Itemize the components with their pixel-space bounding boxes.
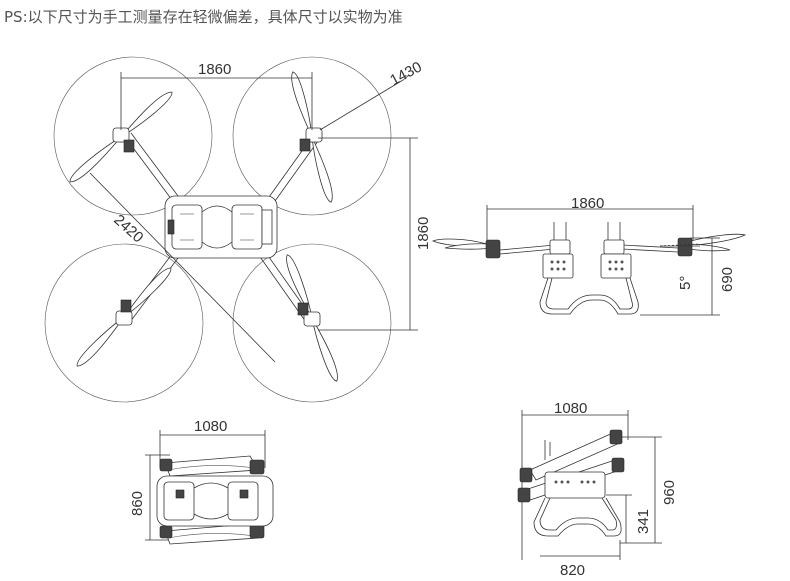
motor-icon (305, 127, 323, 143)
motor-icon (609, 429, 623, 445)
landing-gear-icon (533, 497, 622, 537)
top-view: 1860 1430 1860 2420 (44, 56, 432, 403)
prop-circle-br (232, 243, 392, 403)
top-width-dim: 1860 (198, 61, 231, 78)
motor-icon (115, 310, 133, 326)
base-width-dim: 820 (560, 562, 585, 579)
leg-height-dim: 341 (635, 509, 652, 534)
motor-icon (303, 311, 321, 327)
prop-circle-tr (232, 56, 392, 216)
folded-side-width-dim: 1080 (554, 400, 587, 417)
drone-body-icon (164, 195, 278, 259)
prop-circle-tl (53, 56, 213, 216)
folded-side-height-dim: 960 (661, 480, 678, 505)
folded-side-view: 1080 960 341 820 (517, 400, 678, 579)
motor-icon (485, 239, 501, 259)
diagonal-dim: 2420 (110, 211, 146, 246)
measurement-note: PS:以下尺寸为手工测量存在轻微偏差，具体尺寸以实物为准 (4, 8, 403, 26)
side-angle-dim: 5° (677, 276, 694, 290)
top-height-dim: 1860 (415, 217, 432, 250)
side-height-dim: 690 (719, 267, 736, 292)
prop-circle-bl (44, 243, 204, 403)
prop-diameter-dim: 1430 (387, 58, 424, 89)
motor-icon (611, 457, 625, 473)
landing-gear-icon (539, 277, 639, 315)
side-view: 1860 690 5° (431, 195, 747, 316)
tank-icon (600, 253, 632, 279)
folded-width-dim: 1080 (194, 418, 227, 435)
motor-icon (677, 237, 693, 257)
folded-height-dim: 860 (129, 491, 146, 516)
folded-top-view: 1080 860 (129, 418, 274, 545)
side-width-dim: 1860 (571, 195, 604, 212)
tank-icon (542, 253, 574, 279)
